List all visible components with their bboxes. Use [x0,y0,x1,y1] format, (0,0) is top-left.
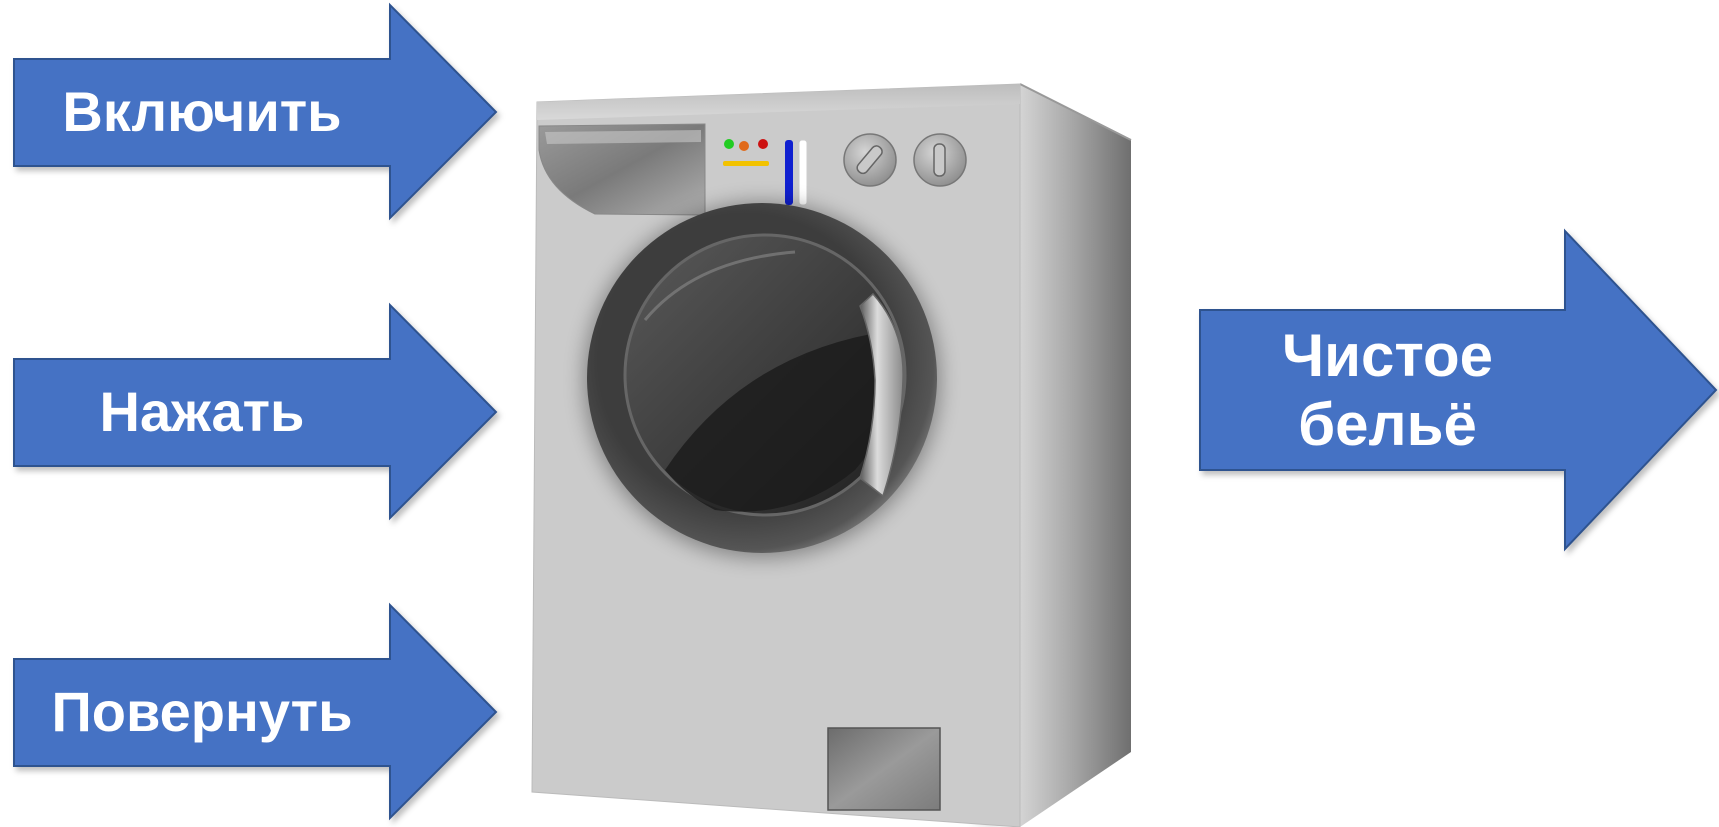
output-label-clean-laundry: Чистое бельё [1200,310,1575,470]
output-arrow-clean-laundry: Чистое бельё [1190,225,1719,555]
input-arrow-turn: Повернуть [0,600,510,827]
input-label-turn: Повернуть [14,659,390,766]
washing-machine-icon [515,80,1185,827]
input-arrow-press: Нажать [0,300,510,525]
input-arrow-turn-on: Включить [0,0,510,225]
input-label-turn-on: Включить [14,59,390,166]
input-label-press: Нажать [14,359,390,466]
